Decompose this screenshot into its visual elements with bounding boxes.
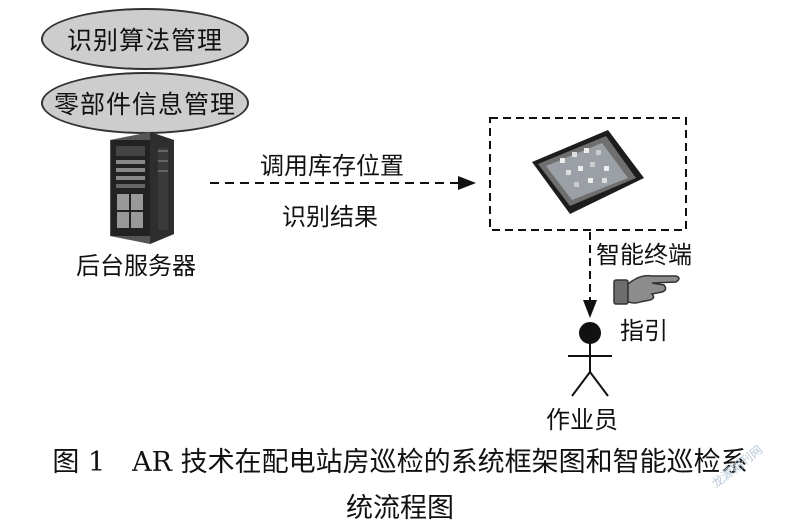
figure-caption-line1: 图 1 AR 技术在配电站房巡检的系统框架图和智能巡检系 [52, 447, 748, 478]
terminal-to-worker-arrow [583, 232, 597, 318]
parts-info-management-label: 零部件信息管理 [53, 90, 236, 119]
server-icon [110, 132, 174, 244]
server-to-terminal-label-top: 调用库存位置 [260, 152, 404, 180]
pointing-hand-icon [613, 274, 680, 305]
worker-label: 作业员 [546, 406, 618, 434]
server-to-terminal-label-bottom: 识别结果 [282, 203, 378, 231]
figure-caption-line2: 统流程图 [346, 493, 454, 524]
server-label: 后台服务器 [76, 252, 196, 280]
terminal-box [489, 117, 687, 231]
algorithm-management-node: 识别算法管理 [41, 8, 249, 70]
terminal-label: 智能终端 [596, 241, 692, 269]
server-to-terminal-arrow [210, 176, 476, 190]
figure-caption: 图 1 AR 技术在配电站房巡检的系统框架图和智能巡检系 统流程图 [20, 440, 780, 532]
algorithm-management-label: 识别算法管理 [66, 26, 223, 55]
tablet-icon [532, 130, 644, 214]
guidance-label: 指引 [620, 317, 668, 345]
worker-figure-icon [568, 322, 612, 397]
